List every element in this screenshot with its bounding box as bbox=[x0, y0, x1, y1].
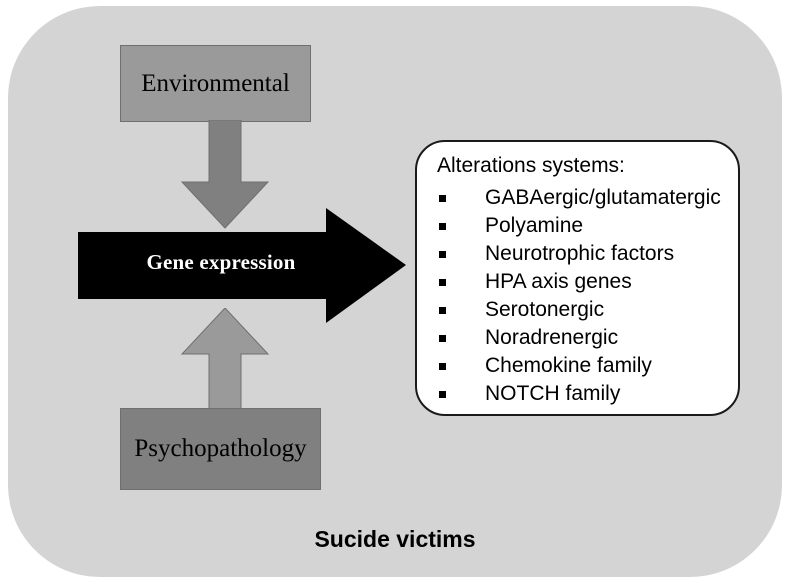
square-bullet-icon bbox=[439, 391, 446, 398]
down-arrow-icon bbox=[180, 120, 270, 229]
square-bullet-icon bbox=[439, 363, 446, 370]
environmental-box: Environmental bbox=[120, 45, 311, 122]
alterations-title: Alterations systems: bbox=[437, 154, 625, 177]
list-item-label: HPA axis genes bbox=[485, 270, 632, 293]
list-item: Neurotrophic factors bbox=[437, 240, 721, 268]
list-item: Noradrenergic bbox=[437, 324, 721, 352]
list-item-label: NOTCH family bbox=[485, 382, 621, 405]
square-bullet-icon bbox=[439, 307, 446, 314]
up-arrow-icon bbox=[180, 308, 270, 412]
environmental-label: Environmental bbox=[141, 69, 290, 97]
alterations-list: GABAergic/glutamatergic Polyamine Neurot… bbox=[437, 184, 721, 408]
list-item: Polyamine bbox=[437, 212, 721, 240]
list-item: Serotonergic bbox=[437, 296, 721, 324]
square-bullet-icon bbox=[439, 279, 446, 286]
alterations-panel: Alterations systems: GABAergic/glutamate… bbox=[415, 140, 740, 416]
square-bullet-icon bbox=[439, 223, 446, 230]
square-bullet-icon bbox=[439, 251, 446, 258]
list-item: NOTCH family bbox=[437, 380, 721, 408]
psychopathology-box: Psychopathology bbox=[120, 408, 321, 490]
psychopathology-label: Psychopathology bbox=[134, 435, 307, 462]
square-bullet-icon bbox=[439, 335, 446, 342]
list-item-label: Polyamine bbox=[485, 214, 584, 237]
list-item: HPA axis genes bbox=[437, 268, 721, 296]
list-item: GABAergic/glutamatergic bbox=[437, 184, 721, 212]
list-item-label: GABAergic/glutamatergic bbox=[485, 186, 721, 209]
list-item-label: Neurotrophic factors bbox=[485, 242, 675, 265]
list-item: Chemokine family bbox=[437, 352, 721, 380]
figure-caption: Sucide victims bbox=[314, 526, 476, 552]
list-item-label: Chemokine family bbox=[485, 354, 652, 377]
square-bullet-icon bbox=[439, 195, 446, 202]
gene-expression-arrow bbox=[78, 208, 406, 323]
list-item-label: Noradrenergic bbox=[485, 326, 619, 349]
list-item-label: Serotonergic bbox=[485, 298, 605, 321]
